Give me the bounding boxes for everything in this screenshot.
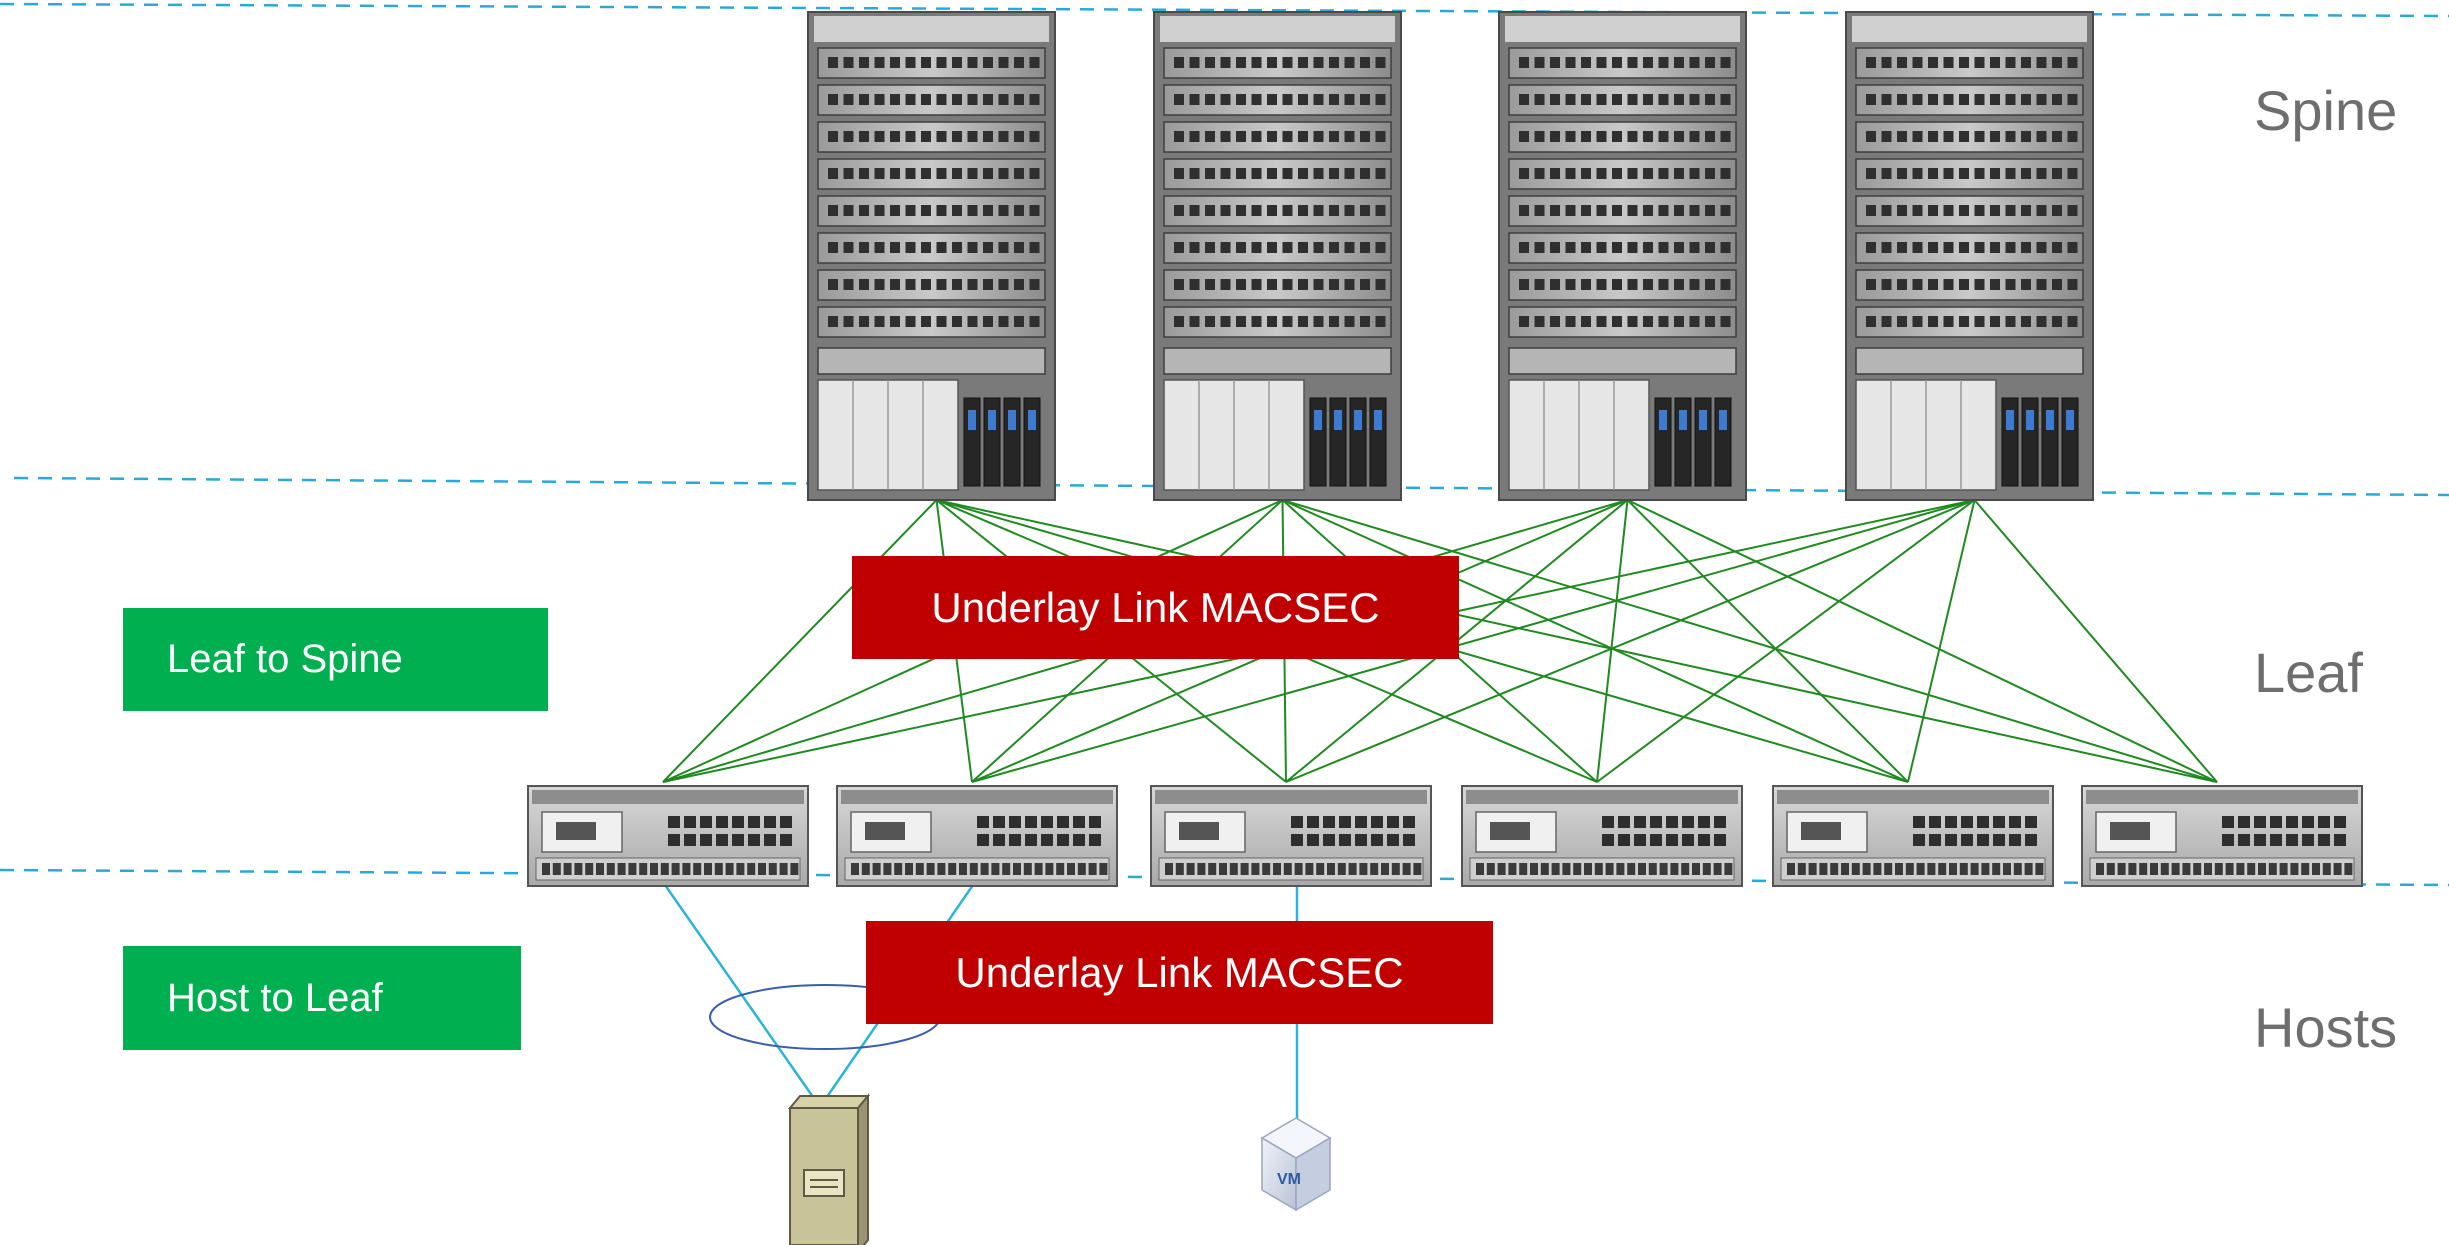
leaf-switch <box>836 785 1118 887</box>
spine-leaf-links <box>662 499 2218 783</box>
fabric-link <box>662 499 938 783</box>
vm-label: VM <box>1277 1171 1301 1188</box>
underlay-macsec-box-top: Underlay Link MACSEC <box>852 556 1459 659</box>
fabric-link <box>1285 499 1975 783</box>
leaf-switch <box>527 785 809 887</box>
spine-switch <box>1498 11 1747 501</box>
fabric-link <box>1596 499 1976 783</box>
leaf-switch <box>1150 785 1432 887</box>
leaf-switch <box>2081 785 2363 887</box>
physical-server-icon <box>787 1093 871 1245</box>
fabric-link <box>1627 499 2218 783</box>
spine-tier-label: Spine <box>2254 79 2398 142</box>
fabric-link <box>1973 499 2218 783</box>
leaf-switch <box>1461 785 1743 887</box>
hosts-tier-label: Hosts <box>2254 996 2398 1059</box>
spine-switches <box>807 11 2094 501</box>
fabric-link <box>1282 499 2218 783</box>
spine-switch <box>1845 11 2094 501</box>
host-to-leaf-box: Host to Leaf <box>123 946 521 1050</box>
leaf-to-spine-box: Leaf to Spine <box>123 608 548 711</box>
spine-switch <box>807 11 1056 501</box>
leaf-tier-label: Leaf <box>2254 641 2363 704</box>
virtual-machine-icon: VM <box>1260 1117 1332 1212</box>
host-link-1 <box>663 884 822 1108</box>
leaf-switches <box>527 785 2363 887</box>
fabric-link <box>971 499 1975 783</box>
underlay-macsec-box-bottom: Underlay Link MACSEC <box>866 921 1493 1024</box>
fabric-link <box>1626 499 1909 783</box>
leaf-switch <box>1772 785 2054 887</box>
fabric-link <box>1907 499 1976 783</box>
fabric-link <box>1596 499 1629 783</box>
fabric-link <box>936 499 2218 783</box>
fabric-link <box>1282 499 1909 783</box>
spine-switch <box>1153 11 1402 501</box>
